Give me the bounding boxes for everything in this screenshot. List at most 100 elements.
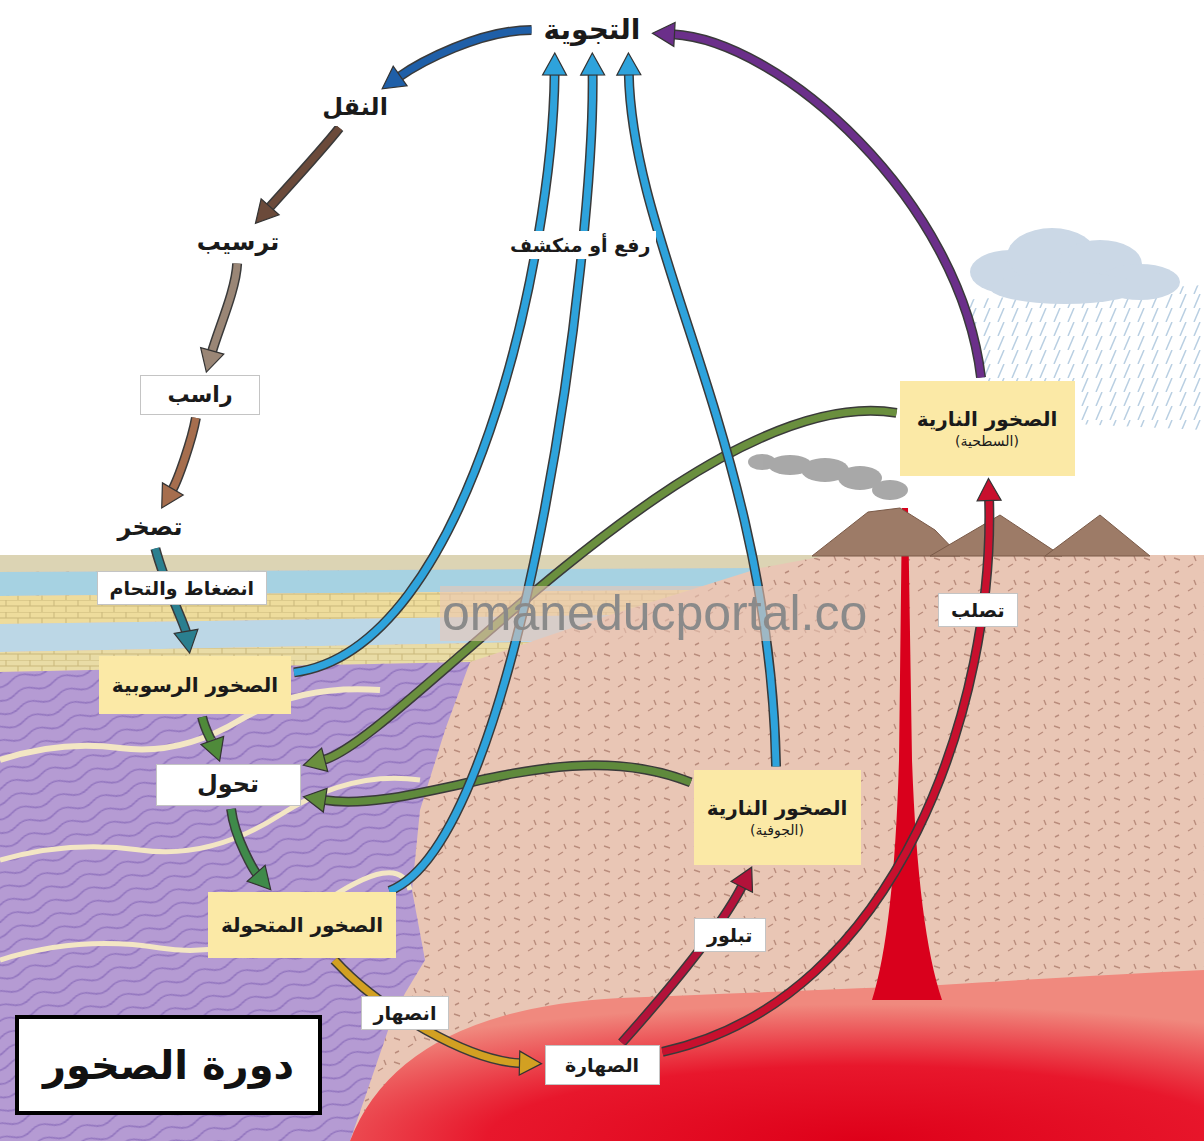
- edge-label: انضغاط والتحام: [97, 571, 268, 606]
- arrow-outline: [629, 73, 776, 767]
- arrow-shaft: [172, 418, 196, 491]
- node-text: تصخر: [118, 512, 183, 543]
- arrow-shaft: [622, 885, 743, 1043]
- diagram-title: دورة الصخور: [15, 1015, 322, 1115]
- cycle-arrow: [617, 53, 776, 767]
- stage-label: ترسيب: [188, 226, 289, 261]
- node-text: (الجوفية): [750, 821, 804, 839]
- arrow-outline: [294, 73, 555, 672]
- cycle-arrow: [662, 478, 1001, 1051]
- edge-label: رفع أو منكشف: [504, 231, 656, 260]
- rock-box: الصخور المتحولة: [208, 892, 396, 958]
- arrow-head: [201, 348, 224, 372]
- arrow-shaft: [269, 128, 340, 208]
- arrow-shaft: [672, 34, 981, 377]
- edge-label: تبلور: [694, 918, 766, 953]
- node-text: الصهارة: [565, 1053, 639, 1078]
- cycle-arrow: [231, 809, 271, 890]
- arrow-outline: [172, 418, 196, 491]
- arrow-outline: [662, 498, 989, 1051]
- crust: [0, 555, 1204, 1141]
- arrow-outline: [622, 885, 743, 1043]
- cycle-arrow: [303, 411, 896, 772]
- arrow-shaft: [294, 73, 555, 672]
- stage-label: النقل: [313, 91, 397, 126]
- arrow-shaft: [629, 73, 776, 767]
- node-text: ترسيب: [197, 227, 280, 258]
- arrow-head: [731, 867, 752, 892]
- stage-label: التجوية: [535, 10, 650, 50]
- cycle-arrow: [334, 960, 541, 1075]
- arrow-outline: [323, 765, 690, 802]
- process-box: تحول: [156, 764, 301, 806]
- node-text: الصخور النارية: [707, 795, 848, 821]
- arrow-shaft: [389, 73, 592, 891]
- node-text: الصخور المتحولة: [221, 912, 383, 938]
- metamorphic-zone: [0, 662, 470, 1141]
- cycle-arrow: [303, 765, 690, 812]
- arrow-outline: [399, 30, 532, 77]
- crust-texture: [0, 555, 1204, 1141]
- magma-conduit: [872, 508, 942, 1000]
- process-box: الصهارة: [545, 1045, 660, 1085]
- arrow-shaft: [202, 717, 213, 743]
- cycle-arrow: [382, 30, 531, 89]
- cycle-arrow: [256, 128, 340, 223]
- arrow-shaft: [662, 498, 989, 1051]
- node-text: الصخور الرسوبية: [112, 672, 278, 698]
- volcanoes: [812, 508, 1150, 556]
- process-box: راسب: [140, 375, 260, 415]
- arrow-shaft: [399, 30, 532, 77]
- arrow-head: [303, 788, 327, 812]
- node-text: النقل: [322, 92, 388, 123]
- arrow-shaft: [323, 765, 690, 802]
- arrow-shaft: [323, 411, 897, 760]
- arrow-outline: [323, 411, 897, 760]
- smoke: [748, 454, 908, 500]
- arrow-outline: [334, 960, 521, 1063]
- node-text: تحول: [197, 769, 259, 800]
- node-text: الصخور النارية: [917, 406, 1058, 432]
- arrow-head: [977, 478, 1001, 500]
- arrow-head: [652, 22, 675, 46]
- arrow-head: [201, 736, 224, 761]
- arrow-shaft: [231, 809, 257, 875]
- rock-box: الصخور النارية(السطحية): [900, 381, 1075, 476]
- stage-label: تصخر: [109, 511, 192, 546]
- arrow-head: [303, 748, 327, 771]
- watermark: omaneducportal.co: [440, 586, 869, 641]
- arrow-outline: [202, 717, 213, 743]
- arrow-head: [174, 629, 198, 653]
- cycle-arrow: [652, 22, 981, 377]
- rock-box: الصخور النارية(الجوفية): [694, 770, 861, 865]
- arrow-shaft: [334, 960, 521, 1063]
- node-text: التجوية: [544, 12, 641, 48]
- arrow-head: [543, 53, 567, 75]
- node-text: راسب: [167, 381, 232, 410]
- arrow-head: [519, 1051, 541, 1075]
- arrow-head: [247, 865, 271, 889]
- node-text: (السطحية): [955, 432, 1019, 450]
- cycle-arrow: [162, 418, 196, 508]
- edge-label: تصلب: [938, 593, 1018, 628]
- cycle-arrow: [389, 53, 604, 891]
- edge-label: انصهار: [361, 996, 450, 1031]
- arrow-head: [617, 53, 641, 75]
- arrow-outline: [231, 809, 257, 875]
- arrow-outline: [672, 34, 981, 377]
- arrow-outline: [269, 128, 340, 208]
- rock-box: الصخور الرسوبية: [99, 656, 291, 714]
- arrow-shaft: [212, 263, 237, 352]
- cloud: [970, 228, 1180, 304]
- arrow-outline: [212, 263, 237, 352]
- cycle-arrow: [622, 867, 753, 1043]
- cycle-arrow: [201, 263, 237, 372]
- arrow-head: [256, 199, 280, 223]
- arrow-head: [581, 53, 605, 75]
- arrow-head: [382, 66, 407, 89]
- arrow-outline: [389, 73, 592, 891]
- cycle-arrow: [201, 717, 224, 761]
- arrow-head: [162, 483, 183, 508]
